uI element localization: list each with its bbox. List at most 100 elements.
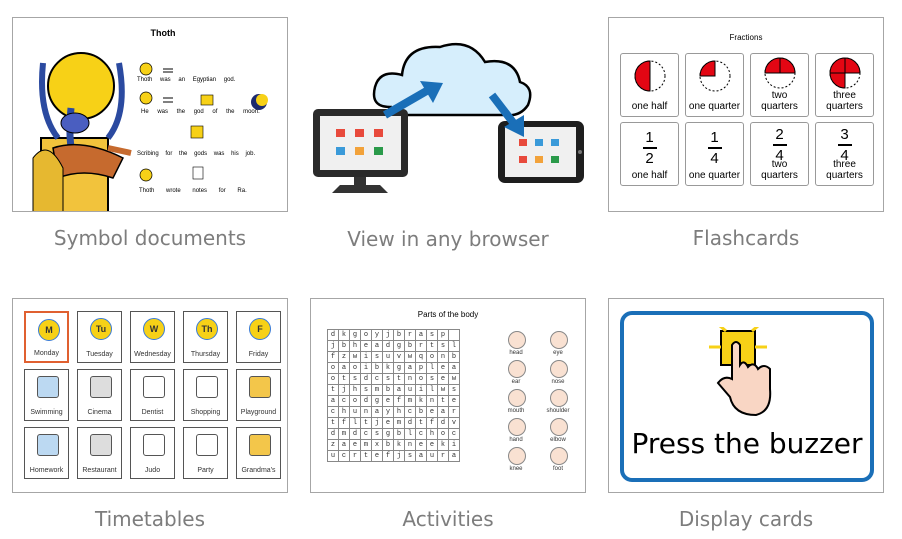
word-search-cell[interactable]: h xyxy=(349,340,361,352)
word-search-cell[interactable]: a xyxy=(415,329,427,341)
word-search-cell[interactable]: b xyxy=(393,428,405,440)
word-search-cell[interactable]: f xyxy=(393,395,405,407)
word-search-cell[interactable]: f xyxy=(338,417,350,429)
word-search-cell[interactable]: a xyxy=(371,406,383,418)
word-search-cell[interactable]: d xyxy=(382,340,394,352)
word-search-cell[interactable]: s xyxy=(371,428,383,440)
word-search-cell[interactable]: v xyxy=(448,417,460,429)
word-search-cell[interactable]: w xyxy=(437,384,449,396)
word-search-cell[interactable]: a xyxy=(448,450,460,462)
word-search-cell[interactable]: r xyxy=(404,329,416,341)
word-search-cell[interactable]: r xyxy=(349,450,361,462)
word-search-cell[interactable]: o xyxy=(437,428,449,440)
word-search-cell[interactable]: s xyxy=(371,351,383,363)
timetable-cell[interactable]: Cinema xyxy=(77,369,122,421)
word-search-cell[interactable]: d xyxy=(327,329,339,341)
word-search-cell[interactable]: l xyxy=(349,417,361,429)
word-search-cell[interactable]: l xyxy=(404,428,416,440)
word-search-cell[interactable]: g xyxy=(393,362,405,374)
word-search-cell[interactable]: v xyxy=(393,351,405,363)
caption-display-cards[interactable]: Display cards xyxy=(678,507,814,531)
word-search-cell[interactable]: t xyxy=(437,395,449,407)
word-search-cell[interactable]: j xyxy=(327,340,339,352)
word-search-cell[interactable]: a xyxy=(415,450,427,462)
word-search-cell[interactable]: y xyxy=(382,406,394,418)
word-search-cell[interactable]: h xyxy=(349,384,361,396)
word-search-cell[interactable]: r xyxy=(448,406,460,418)
word-search-cell[interactable]: o xyxy=(349,395,361,407)
word-search-cell[interactable]: e xyxy=(382,417,394,429)
caption-symbol-documents[interactable]: Symbol documents xyxy=(53,226,247,250)
word-search-cell[interactable]: l xyxy=(426,384,438,396)
word-search-cell[interactable]: r xyxy=(415,340,427,352)
flashcard-one-half[interactable]: one half xyxy=(620,53,679,117)
word-search-cell[interactable]: u xyxy=(327,450,339,462)
word-search-cell[interactable]: p xyxy=(437,329,449,341)
word-search-cell[interactable]: u xyxy=(404,384,416,396)
word-search-cell[interactable]: c xyxy=(404,406,416,418)
word-search-cell[interactable]: c xyxy=(327,406,339,418)
word-search-cell[interactable]: q xyxy=(415,351,427,363)
word-search-cell[interactable]: m xyxy=(371,384,383,396)
word-search-cell[interactable] xyxy=(448,329,460,341)
word-search-cell[interactable]: f xyxy=(426,417,438,429)
flashcard-one-quarter[interactable]: one quarter xyxy=(685,53,744,117)
word-search-cell[interactable]: h xyxy=(426,428,438,440)
word-search-cell[interactable]: c xyxy=(448,428,460,440)
word-search-cell[interactable]: s xyxy=(360,384,372,396)
word-search-cell[interactable]: l xyxy=(448,340,460,352)
word-search-cell[interactable]: k xyxy=(437,439,449,451)
word-search-cell[interactable]: a xyxy=(404,362,416,374)
word-search-cell[interactable]: n xyxy=(437,351,449,363)
word-search-cell[interactable]: b xyxy=(338,340,350,352)
word-search-cell[interactable]: k xyxy=(415,395,427,407)
word-search-cell[interactable]: w xyxy=(404,351,416,363)
word-search-cell[interactable]: g xyxy=(393,340,405,352)
flashcard-three-quarters[interactable]: three quarters xyxy=(815,53,874,117)
word-search-cell[interactable]: d xyxy=(437,417,449,429)
word-search-cell[interactable]: e xyxy=(360,340,372,352)
word-search-cell[interactable]: c xyxy=(371,373,383,385)
word-search-cell[interactable]: t xyxy=(338,373,350,385)
word-search-cell[interactable]: t xyxy=(360,417,372,429)
word-search-cell[interactable]: b xyxy=(371,362,383,374)
word-search-cell[interactable]: d xyxy=(404,417,416,429)
word-search-cell[interactable]: s xyxy=(426,329,438,341)
word-search-cell[interactable]: u xyxy=(349,406,361,418)
word-search-cell[interactable]: k xyxy=(338,329,350,341)
word-search-cell[interactable]: u xyxy=(426,450,438,462)
word-search-cell[interactable]: b xyxy=(404,340,416,352)
word-search-cell[interactable]: a xyxy=(327,395,339,407)
word-search-cell[interactable]: e xyxy=(448,395,460,407)
word-search-cell[interactable]: n xyxy=(426,395,438,407)
word-search-cell[interactable]: i xyxy=(415,384,427,396)
word-search-cell[interactable]: r xyxy=(437,450,449,462)
timetable-cell[interactable]: Swimming xyxy=(24,369,69,421)
word-search-cell[interactable]: g xyxy=(371,395,383,407)
timetable-cell[interactable]: Restaurant xyxy=(77,427,122,479)
word-search-cell[interactable]: s xyxy=(404,450,416,462)
word-search-cell[interactable]: t xyxy=(327,384,339,396)
browser-card[interactable] xyxy=(310,17,586,212)
word-search-cell[interactable]: f xyxy=(382,450,394,462)
word-search-cell[interactable]: s xyxy=(437,340,449,352)
word-search-cell[interactable]: l xyxy=(426,362,438,374)
word-search-cell[interactable]: d xyxy=(360,373,372,385)
timetable-cell[interactable]: Party xyxy=(183,427,228,479)
word-search-cell[interactable]: k xyxy=(382,362,394,374)
word-search-cell[interactable]: n xyxy=(404,439,416,451)
word-search-cell[interactable]: m xyxy=(393,417,405,429)
word-search-cell[interactable]: g xyxy=(382,428,394,440)
word-search-cell[interactable]: j xyxy=(393,450,405,462)
word-search-cell[interactable]: c xyxy=(338,395,350,407)
timetable-cell[interactable]: Playground xyxy=(236,369,281,421)
word-search-cell[interactable]: b xyxy=(448,351,460,363)
word-search-cell[interactable]: t xyxy=(327,417,339,429)
word-search-cell[interactable]: b xyxy=(382,384,394,396)
word-search-cell[interactable]: n xyxy=(404,373,416,385)
